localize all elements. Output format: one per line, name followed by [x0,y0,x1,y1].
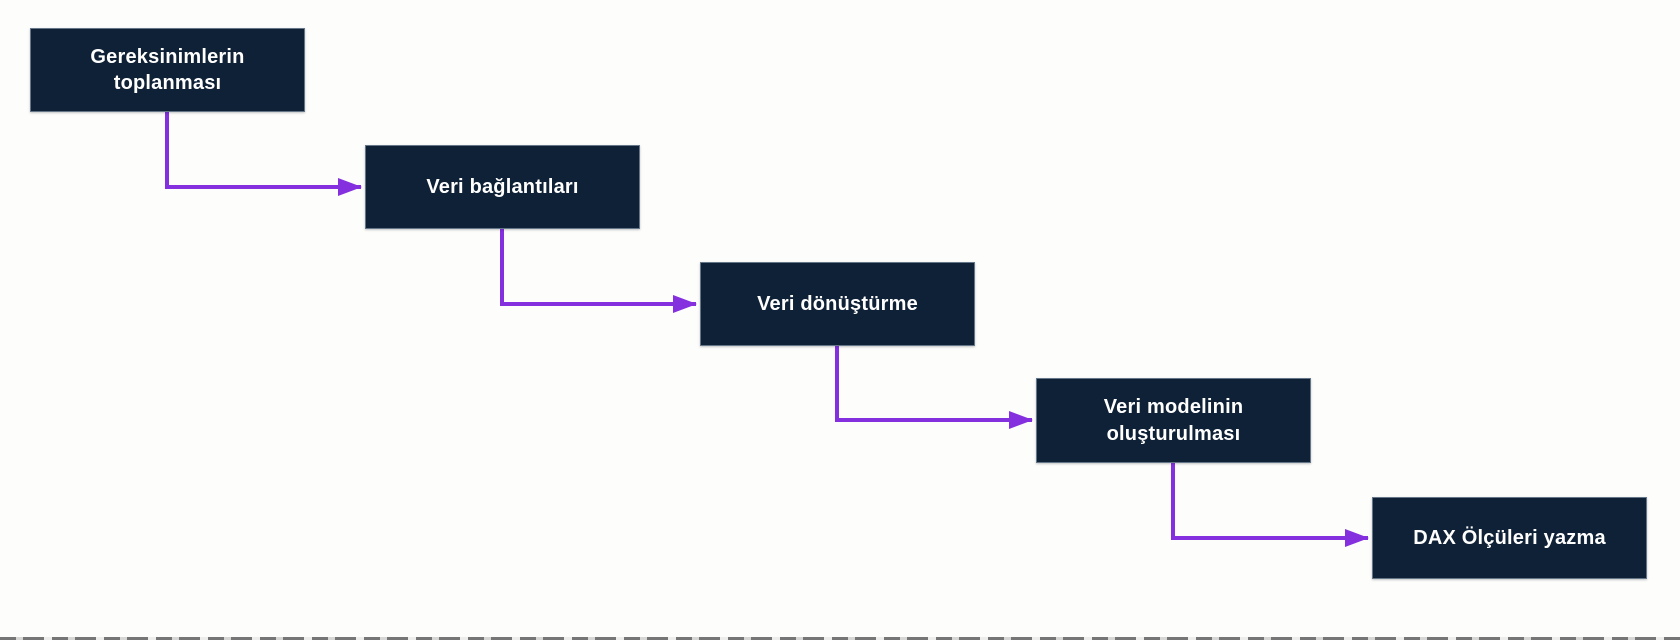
video-frame-bottom-edge [0,637,1680,640]
step-box-data-connections: Veri bağlantıları [365,145,640,229]
arrow-step4-to-step5 [1171,463,1369,547]
step-box-data-transformation: Veri dönüştürme [700,262,975,346]
arrow-step3-to-step4 [835,346,1033,429]
step-box-requirements-gathering: Gereksinimlerin toplanması [30,28,305,112]
arrow-step2-to-step3 [500,229,697,313]
step-label: Veri dönüştürme [757,292,918,315]
step-label: DAX Ölçüleri yazma [1413,526,1606,549]
step-label: Veri bağlantıları [426,175,579,198]
step-box-dax-measures-writing: DAX Ölçüleri yazma [1372,497,1647,579]
arrow-step1-to-step2 [165,112,362,196]
step-label: Veri modelinin oluşturulması [1103,396,1244,445]
step-label: Gereksinimlerin toplanması [90,45,245,94]
step-box-data-model-creation: Veri modelinin oluşturulması [1036,378,1311,463]
